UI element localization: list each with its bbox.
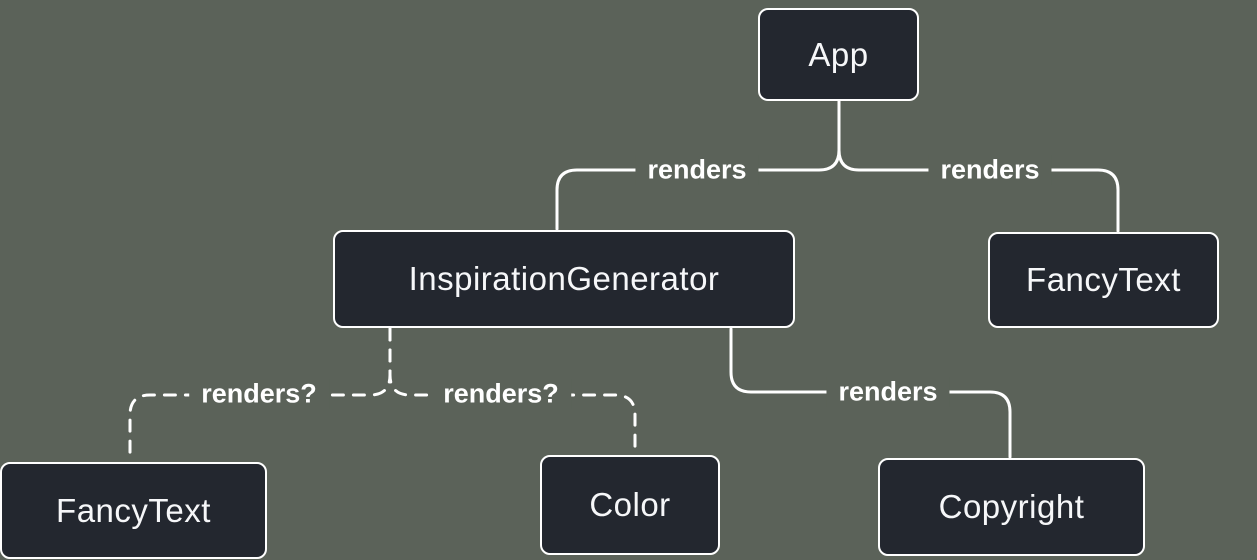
edge-label-renders-app-fancytext: renders bbox=[928, 154, 1052, 186]
node-app: App bbox=[758, 8, 919, 101]
node-fancy-text-top: FancyText bbox=[988, 232, 1219, 328]
node-color-label: Color bbox=[589, 486, 671, 523]
node-copyright: Copyright bbox=[878, 458, 1145, 556]
node-fancy-text-bottom: FancyText bbox=[0, 462, 267, 559]
edge-label-renders-copyright: renders bbox=[826, 376, 950, 408]
node-copyright-label: Copyright bbox=[938, 488, 1085, 525]
node-inspiration-generator-label: InspirationGenerator bbox=[408, 260, 720, 297]
node-fancy-text-top-label: FancyText bbox=[1026, 261, 1181, 298]
edge-label-renders-question-fancytext: renders? bbox=[189, 378, 329, 410]
edge-label-renders-app-inspirationgenerator: renders bbox=[635, 154, 759, 186]
edge-label-renders-question-color: renders? bbox=[431, 378, 571, 410]
edge-inspirationgenerator-color bbox=[388, 327, 637, 456]
node-color: Color bbox=[540, 455, 720, 555]
node-fancy-text-bottom-label: FancyText bbox=[56, 491, 211, 529]
node-app-label: App bbox=[808, 35, 869, 73]
node-inspiration-generator: InspirationGenerator bbox=[333, 230, 795, 328]
